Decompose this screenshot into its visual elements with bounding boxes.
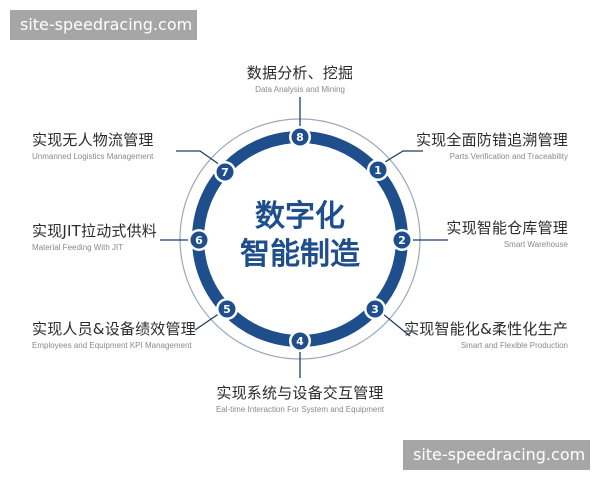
item-4-label: 实现系统与设备交互管理 Eal-time Interaction For Sys…: [150, 384, 450, 416]
badge-8-number: 8: [296, 131, 304, 144]
item-4-subtitle: Eal-time Interaction For System and Equi…: [215, 405, 385, 414]
item-3-title: 实现智能化&柔性化生产: [404, 320, 568, 338]
item-7-subtitle: Unmanned Logistics Management: [32, 152, 154, 161]
badge-6: [188, 229, 210, 251]
item-6-label: 实现JIT拉动式供料 Material Feeding With JIT: [32, 222, 157, 254]
item-5-label: 实现人员&设备绩效管理 Employees and Equipment KPI …: [32, 320, 196, 352]
item-1-label: 实现全面防错追溯管理 Parts Verification and Tracea…: [416, 131, 568, 163]
center-title: 数字化 智能制造: [200, 198, 400, 274]
item-2-subtitle: Smart Warehouse: [503, 240, 568, 249]
badge-3: [364, 298, 386, 320]
badges: [188, 126, 413, 352]
item-8-label: 数据分析、挖掘 Data Analysis and Mining: [200, 64, 400, 96]
badge-7: [214, 161, 236, 183]
item-2-title: 实现智能仓库管理: [446, 219, 568, 237]
badge-5-number: 5: [223, 303, 231, 316]
watermark-top: site-speedracing.com: [10, 10, 197, 40]
badge-6-number: 6: [195, 234, 203, 247]
item-5-subtitle: Employees and Equipment KPI Management: [32, 341, 192, 350]
item-3-label: 实现智能化&柔性化生产 Smart and Flexible Productio…: [404, 320, 568, 352]
badge-8: [289, 126, 311, 148]
item-5-title: 实现人员&设备绩效管理: [32, 320, 196, 338]
item-6-subtitle: Material Feeding With JIT: [32, 243, 124, 252]
item-1-title: 实现全面防错追溯管理: [415, 131, 568, 149]
badge-4: [289, 330, 311, 352]
center-title-line1: 数字化: [255, 199, 345, 234]
item-6-title: 实现JIT拉动式供料: [32, 222, 158, 240]
badge-7-number: 7: [221, 166, 229, 179]
watermark-bottom: site-speedracing.com: [403, 440, 590, 470]
badge-5: [216, 298, 238, 320]
badge-1-number: 1: [374, 164, 382, 177]
badge-1: [367, 159, 389, 181]
item-2-label: 实现智能仓库管理 Smart Warehouse: [446, 219, 568, 251]
center-title-line2: 智能制造: [240, 237, 360, 272]
item-8-title: 数据分析、挖掘: [246, 64, 354, 82]
item-7-title: 实现无人物流管理: [32, 131, 154, 149]
badge-3-number: 3: [371, 303, 379, 316]
item-8-subtitle: Data Analysis and Mining: [255, 85, 345, 94]
item-4-title: 实现系统与设备交互管理: [216, 384, 384, 402]
badge-2: [391, 229, 413, 251]
item-7-label: 实现无人物流管理 Unmanned Logistics Management: [32, 131, 154, 163]
item-1-subtitle: Parts Verification and Traceability: [449, 152, 568, 161]
item-3-subtitle: Smart and Flexible Production: [460, 341, 568, 350]
connectors: [160, 97, 448, 378]
badge-2-number: 2: [398, 234, 406, 247]
badge-4-number: 4: [296, 335, 304, 348]
